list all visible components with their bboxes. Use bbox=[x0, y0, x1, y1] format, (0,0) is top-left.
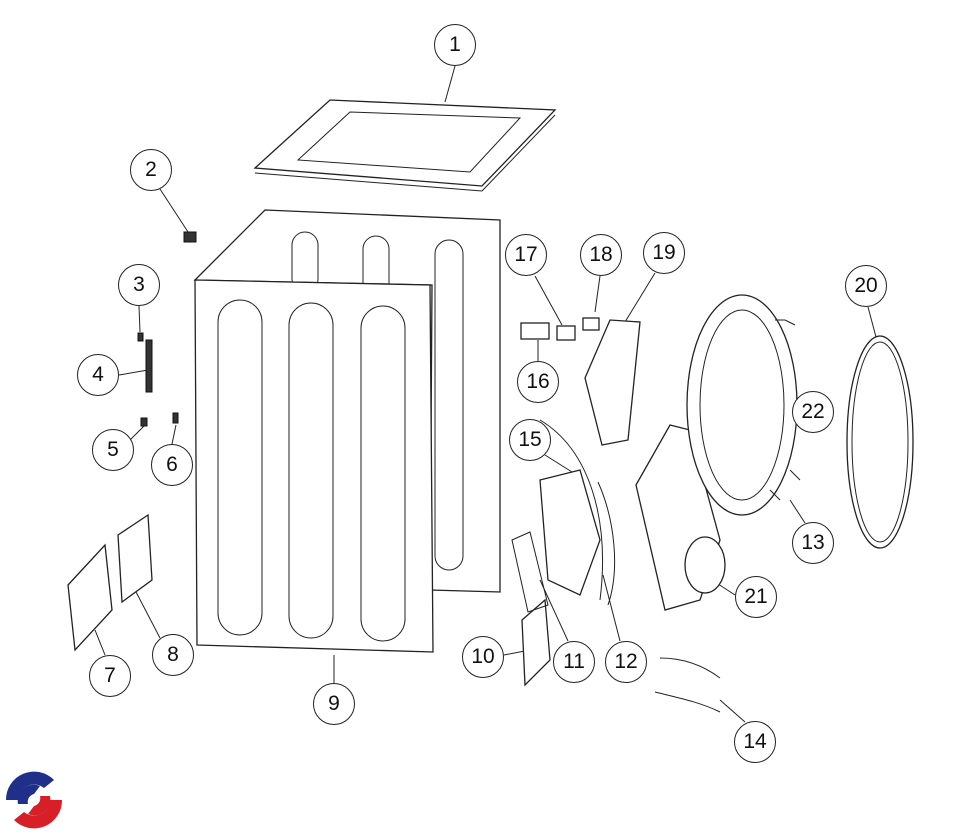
callout-4: 4 bbox=[77, 354, 119, 396]
part-10 bbox=[521, 598, 551, 687]
part-11 bbox=[511, 531, 549, 613]
part-8 bbox=[117, 513, 153, 604]
callout-15: 15 bbox=[509, 419, 551, 461]
callout-16: 16 bbox=[517, 361, 559, 403]
callout-21: 21 bbox=[735, 576, 777, 618]
part-14 bbox=[654, 657, 721, 713]
callout-6: 6 bbox=[151, 444, 193, 486]
part-5 bbox=[140, 417, 148, 427]
callout-8: 8 bbox=[152, 634, 194, 676]
part-13 bbox=[769, 319, 801, 501]
callout-20: 20 bbox=[845, 265, 887, 307]
part-20 bbox=[846, 335, 914, 549]
callout-19: 19 bbox=[643, 232, 685, 274]
part-16 bbox=[520, 322, 550, 340]
part-15 bbox=[539, 419, 603, 601]
callout-11: 11 bbox=[553, 641, 595, 683]
part-2 bbox=[183, 231, 197, 243]
part-6 bbox=[172, 412, 179, 424]
part-7 bbox=[67, 543, 113, 652]
callout-2: 2 bbox=[130, 149, 172, 191]
callout-1: 1 bbox=[434, 24, 476, 66]
brand-logo bbox=[5, 771, 63, 829]
callout-18: 18 bbox=[580, 234, 622, 276]
part-19 bbox=[584, 319, 641, 446]
part-4 bbox=[145, 339, 153, 393]
part-panel bbox=[539, 469, 601, 596]
callout-17: 17 bbox=[505, 234, 547, 276]
callout-12: 12 bbox=[605, 641, 647, 683]
callout-5: 5 bbox=[92, 429, 134, 471]
callout-22: 22 bbox=[792, 391, 834, 433]
part-17 bbox=[556, 325, 576, 341]
callout-7: 7 bbox=[89, 655, 131, 697]
part-top-cover bbox=[253, 99, 557, 192]
callout-10: 10 bbox=[462, 636, 504, 678]
part-21 bbox=[684, 536, 726, 594]
callout-9: 9 bbox=[313, 683, 355, 725]
part-18 bbox=[582, 317, 600, 331]
part-3 bbox=[137, 332, 144, 342]
part-12 bbox=[597, 481, 616, 606]
part-side-panel bbox=[194, 279, 434, 653]
leader-lines bbox=[94, 65, 877, 723]
callout-13: 13 bbox=[792, 522, 834, 564]
callout-3: 3 bbox=[118, 264, 160, 306]
part-22 bbox=[686, 294, 798, 516]
callout-14: 14 bbox=[734, 721, 776, 763]
